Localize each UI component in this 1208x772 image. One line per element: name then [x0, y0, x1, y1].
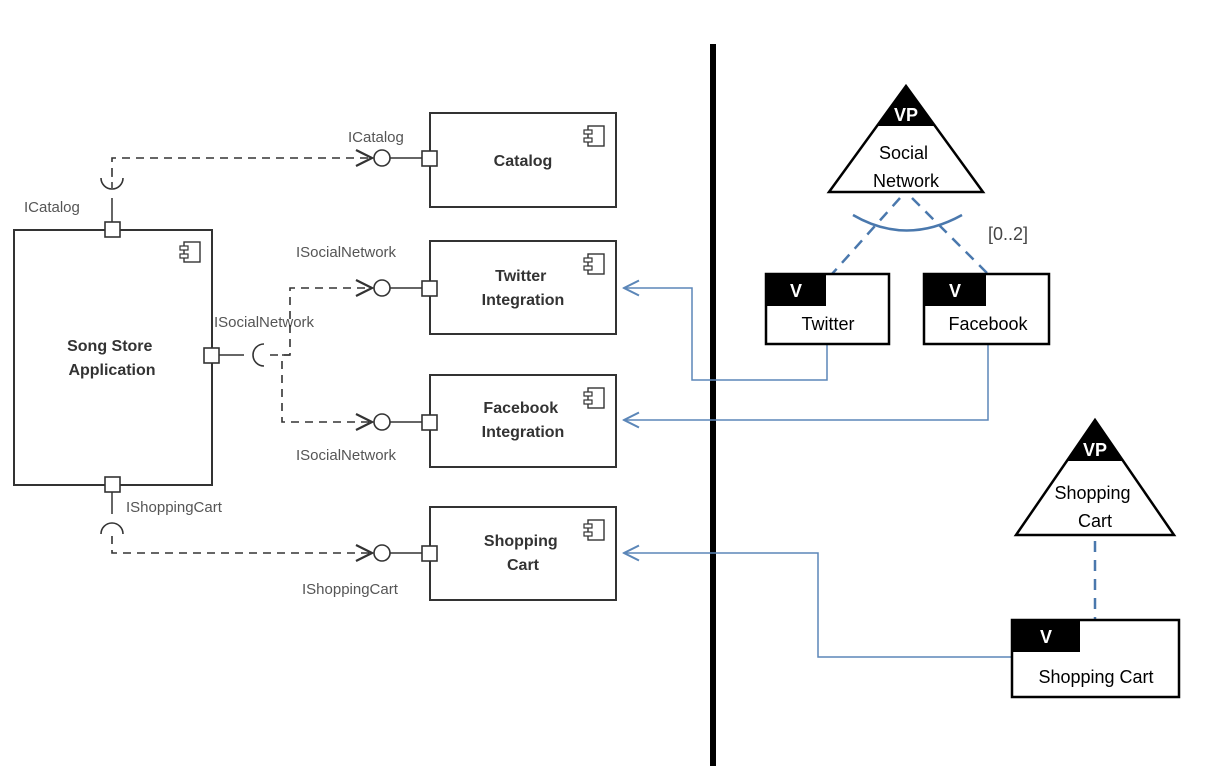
port-right: [203, 347, 220, 364]
dependency-lines: [111, 158, 372, 553]
isocialnetwork-twitter-lollipop: [373, 279, 391, 297]
facebook-integration-component: Facebook Integration: [421, 374, 617, 468]
svg-text:Shopping Cart: Shopping Cart: [1054, 483, 1135, 531]
vp-link-twitter: [831, 197, 901, 275]
vp-shopping-cart: VP Shopping Cart: [1013, 417, 1177, 537]
vp-shopping-cart-tag: VP: [1083, 440, 1107, 460]
cardinality-label: [0..2]: [988, 224, 1028, 244]
variant-twitter-label: Twitter: [801, 314, 854, 334]
isocialnetwork-facebook-label: ISocialNetwork: [296, 447, 397, 464]
variant-shopping-cart-label: Shopping Cart: [1038, 667, 1153, 687]
isocialnetwork-facebook-lollipop: [373, 413, 391, 431]
facebook-integration-title-2: Integration: [482, 424, 565, 441]
isocialnetwork-twitter-label: ISocialNetwork: [296, 244, 397, 261]
ishoppingcart-required-socket: IShoppingCart: [100, 492, 223, 535]
vp-social-network-label-1: Social: [879, 143, 928, 163]
variant-shopping-cart: V Shopping Cart: [1010, 618, 1181, 699]
svg-text:Facebook Integration: Facebook Integration: [482, 400, 565, 441]
variant-facebook-tag: V: [949, 281, 961, 301]
vp-social-network: VP Social Network: [826, 83, 986, 194]
icatalog-provided-label: ICatalog: [348, 129, 404, 146]
trace-shopping-cart: [624, 553, 1012, 658]
vp-social-network-tag: VP: [894, 105, 918, 125]
twitter-integration-title-2: Integration: [482, 292, 565, 309]
dependency-facebook: [281, 354, 372, 422]
cardinality-arc: [852, 213, 963, 232]
twitter-integration-component: Twitter Integration: [421, 240, 617, 335]
song-store-title-1: Song Store: [67, 338, 152, 355]
variant-twitter-tag: V: [790, 281, 802, 301]
port-bottom: [104, 476, 121, 493]
trace-facebook: [624, 344, 989, 420]
shopping-cart-title-1: Shopping: [484, 533, 558, 550]
trace-links: [624, 288, 1012, 658]
twitter-integration-title-1: Twitter: [495, 268, 546, 285]
icatalog-lollipop: [373, 149, 391, 167]
port: [421, 280, 438, 297]
facebook-integration-title-1: Facebook: [483, 400, 558, 417]
ishoppingcart-required-label: IShoppingCart: [126, 499, 223, 516]
dependency-catalog: [111, 158, 372, 176]
trace-twitter: [624, 288, 828, 381]
ishoppingcart-provided-label: IShoppingCart: [302, 581, 399, 598]
catalog-component: Catalog: [421, 112, 617, 208]
icatalog-required-label: ICatalog: [24, 199, 80, 216]
port: [421, 545, 438, 562]
port: [421, 414, 438, 431]
isocialnetwork-required-label: ISocialNetwork: [214, 314, 315, 331]
song-store-component: Song Store Application: [13, 221, 220, 493]
catalog-title: Catalog: [494, 153, 553, 170]
vp-social-network-label-2: Network: [873, 171, 940, 191]
shopping-cart-title-2: Cart: [507, 557, 540, 574]
dependency-twitter: [270, 288, 372, 356]
variant-facebook-label: Facebook: [948, 314, 1028, 334]
svg-text:Social Network: Social Network: [873, 143, 940, 191]
vp-shopping-cart-label-1: Shopping: [1054, 483, 1130, 503]
variant-shopping-cart-tag: V: [1040, 627, 1052, 647]
song-store-title-2: Application: [68, 362, 155, 379]
dependency-shoppingcart: [111, 536, 372, 553]
lollipops: [373, 149, 422, 562]
icatalog-required-socket: ICatalog: [24, 176, 124, 222]
variant-twitter: V Twitter: [764, 272, 891, 346]
vp-link-facebook: [911, 197, 989, 275]
variant-facebook: V Facebook: [922, 272, 1051, 346]
vp-shopping-cart-label-2: Cart: [1078, 511, 1112, 531]
shopping-cart-component: Shopping Cart: [421, 506, 617, 601]
svg-text:Twitter Integration: Twitter Integration: [482, 268, 565, 309]
port-top: [104, 221, 121, 238]
isocialnetwork-required-socket: ISocialNetwork: [214, 314, 315, 367]
svg-text:Shopping Cart: Shopping Cart: [484, 533, 562, 574]
svg-text:Song Store Application: Song Store Application: [67, 338, 157, 379]
ishoppingcart-lollipop: [373, 544, 391, 562]
vp-social-links: [831, 197, 989, 275]
port: [421, 150, 438, 167]
